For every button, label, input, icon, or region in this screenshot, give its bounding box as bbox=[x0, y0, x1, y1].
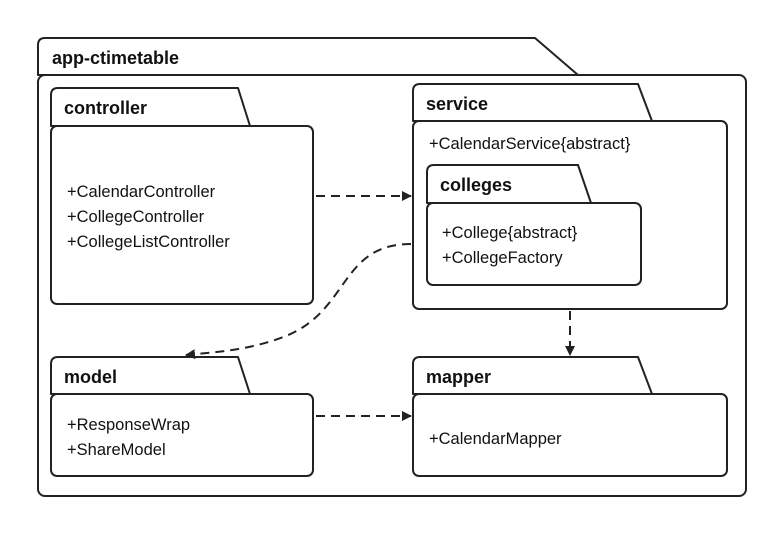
class-member: +CollegeListController bbox=[67, 233, 230, 251]
package-title: app-ctimetable bbox=[52, 48, 179, 68]
package-body bbox=[50, 393, 314, 477]
package-tab bbox=[37, 37, 579, 76]
package-tab bbox=[50, 87, 251, 127]
class-member: +ShareModel bbox=[67, 441, 166, 459]
dependency-service-to-model bbox=[185, 243, 412, 360]
package-title: colleges bbox=[440, 175, 512, 195]
package-body bbox=[50, 125, 314, 305]
package-body bbox=[412, 393, 728, 477]
class-member: +CollegeController bbox=[67, 208, 205, 226]
package-model: model +ResponseWrap +ShareModel bbox=[50, 356, 314, 477]
package-controller: controller +CalendarController +CollegeC… bbox=[50, 87, 314, 305]
package-title: service bbox=[426, 94, 488, 114]
class-member: +CalendarService{abstract} bbox=[429, 135, 631, 153]
package-tab bbox=[412, 356, 653, 395]
package-body bbox=[426, 202, 642, 286]
package-title: mapper bbox=[426, 367, 491, 387]
package-title: model bbox=[64, 367, 117, 387]
package-tab bbox=[50, 356, 251, 395]
package-mapper: mapper +CalendarMapper bbox=[412, 356, 728, 477]
class-member: +College{abstract} bbox=[442, 224, 578, 242]
package-title: controller bbox=[64, 98, 147, 118]
package-colleges: colleges +College{abstract} +CollegeFact… bbox=[426, 164, 642, 286]
class-member: +ResponseWrap bbox=[67, 416, 190, 434]
class-member: +CalendarMapper bbox=[429, 430, 562, 448]
package-tab bbox=[412, 83, 653, 122]
package-tab bbox=[426, 164, 592, 204]
class-member: +CollegeFactory bbox=[442, 249, 563, 267]
class-member: +CalendarController bbox=[67, 183, 216, 201]
